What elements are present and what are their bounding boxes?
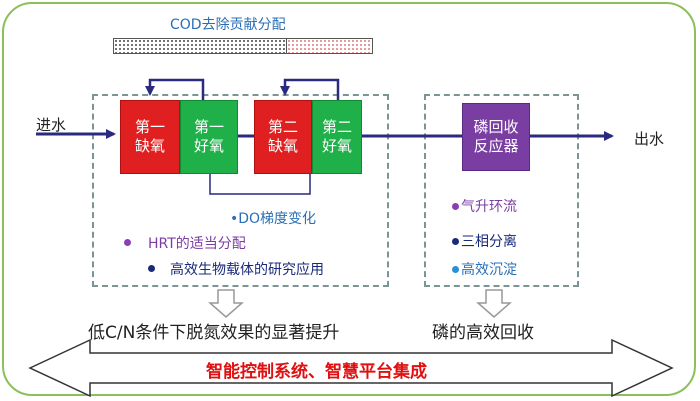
bullet-purple	[452, 203, 459, 210]
first-oxic-tank: 第一 好氧	[180, 100, 238, 174]
nitrogen-result-label: 低C/N条件下脱氮效果的显著提升	[88, 323, 340, 343]
cod-label: COD去除贡献分配	[170, 17, 286, 33]
bullet-navy	[452, 238, 459, 245]
right-bullet-3: 高效沉淀	[461, 262, 517, 278]
first-anoxic-tank: 第一 缺氧	[120, 100, 180, 174]
left-bullet-1: HRT的适当分配	[148, 236, 246, 252]
phosphorus-recovery-reactor: 磷回收 反应器	[462, 103, 530, 171]
banner-label: 智能控制系统、智慧平台集成	[206, 362, 427, 382]
banner-double-arrow	[28, 338, 674, 398]
nitrogen-removal-zone	[92, 94, 389, 287]
second-oxic-tank: 第二 好氧	[312, 100, 362, 174]
phosphorus-recovery-zone	[424, 94, 579, 287]
bullet-blue	[452, 266, 459, 273]
bullet-navy	[148, 265, 155, 272]
phosphorus-result-label: 磷的高效回收	[432, 323, 534, 343]
right-bullet-2: 三相分离	[461, 234, 517, 250]
bullet-purple	[124, 239, 131, 246]
down-arrow-right	[476, 289, 512, 318]
right-bullet-1: 气升环流	[461, 199, 517, 215]
inlet-label: 进水	[36, 116, 67, 134]
down-arrow-left	[208, 289, 244, 318]
second-anoxic-tank: 第二 缺氧	[254, 100, 312, 174]
outlet-label: 出水	[634, 130, 665, 148]
outer-frame	[2, 2, 696, 396]
left-bullet-2: 高效生物载体的研究应用	[170, 262, 324, 278]
do-gradient-label: •DO梯度变化	[230, 211, 317, 227]
cod-contribution-bar-right	[286, 38, 373, 54]
